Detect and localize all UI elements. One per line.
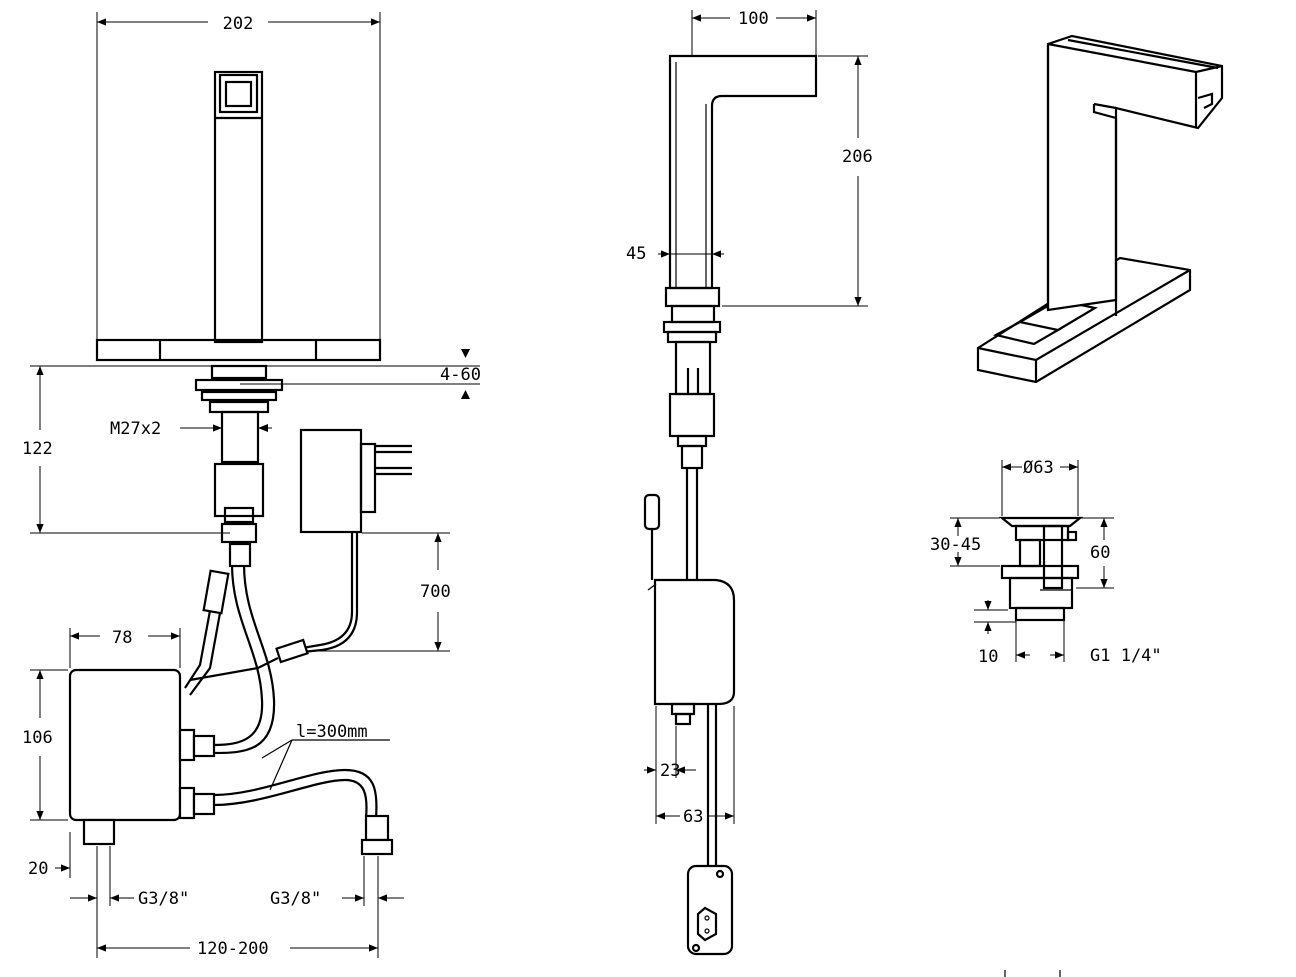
width-dimension: 202 [96, 12, 381, 340]
body-width-label: 45 [626, 244, 646, 264]
front-view: 202 4-60 [22, 12, 481, 959]
box-width-label: 78 [112, 628, 132, 648]
width-label: 202 [223, 14, 254, 34]
waste-thread-label: G1 1/4" [1090, 646, 1162, 666]
inlet-right-label: G3/8" [270, 889, 321, 909]
reach-dimension: 100 [691, 9, 817, 56]
deck-thickness-dimension: 4-60 [30, 349, 481, 399]
waste-dimensions: Ø63 30-45 60 10 G1 1/4" [930, 458, 1162, 667]
cable-length-dimension: 700 [318, 532, 451, 652]
reach-label: 100 [738, 9, 769, 29]
side-control-box [647, 578, 736, 866]
faucet-column [213, 70, 264, 344]
hose-length-callout: l=300mm [261, 722, 390, 791]
waste-deck-range-label: 30-45 [930, 535, 981, 555]
box-width-dimension: 78 [69, 628, 181, 668]
waste-diameter-label: Ø63 [1023, 458, 1054, 478]
deck-plate [95, 338, 382, 362]
height-label: 206 [842, 147, 873, 167]
body-width-dimension: 45 [626, 244, 724, 264]
inlet-left-label: G3/8" [138, 889, 189, 909]
deck-thickness-label: 4-60 [440, 365, 481, 385]
box-height-label: 106 [22, 728, 53, 748]
waste-fitting [998, 516, 1084, 622]
depth-dimension: 122 [22, 366, 230, 534]
box-depth-label: 63 [683, 807, 703, 827]
depth-label: 122 [22, 439, 53, 459]
sensor-cable [643, 493, 661, 580]
bottom-offset-label: 20 [28, 859, 48, 879]
hoses [184, 542, 394, 856]
side-mounting [662, 286, 722, 580]
edge-marks [1004, 970, 1061, 977]
waste-detail: Ø63 30-45 60 10 G1 1/4" [930, 458, 1162, 667]
side-box-dimensions: 23 63 [644, 706, 735, 827]
power-adapter [189, 428, 412, 682]
height-dimension: 206 [722, 55, 873, 307]
box-height-dimension: 106 [22, 669, 68, 821]
inlet-spacing-label: 120-200 [197, 939, 269, 959]
cable-length-label: 700 [420, 582, 451, 602]
waste-height-label: 60 [1090, 543, 1110, 563]
control-box [68, 668, 216, 846]
thread-label: M27x2 [110, 419, 161, 439]
waste-thread-length-label: 10 [978, 647, 998, 667]
mounting-hardware [194, 364, 284, 544]
thread-dimension: M27x2 [110, 419, 272, 439]
hose-length-label: l=300mm [296, 722, 368, 742]
spout [668, 54, 818, 290]
box-offset-label: 23 [660, 761, 680, 781]
bottom-offset-dimension: 20 [28, 832, 71, 879]
isometric-view [976, 34, 1224, 384]
inlet-dimensions: G3/8" G3/8" 120-200 [70, 846, 404, 959]
battery-connector [686, 864, 734, 956]
side-view: 100 206 45 [626, 9, 873, 956]
